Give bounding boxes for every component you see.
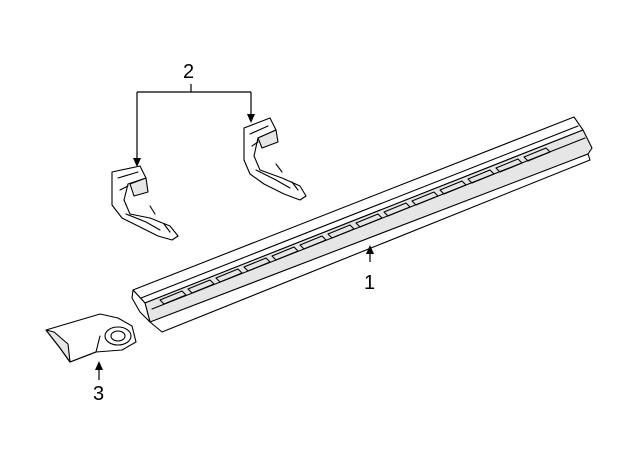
- callout-part-1: 1: [364, 272, 376, 294]
- rear-bracket: [243, 117, 307, 201]
- running-board: [131, 116, 593, 333]
- leader-lines: [95, 84, 374, 380]
- board-slots: [159, 147, 551, 305]
- end-cap: [45, 313, 137, 363]
- callout-part-2: 2: [183, 61, 195, 83]
- callout-part-3: 3: [93, 383, 105, 405]
- front-bracket: [111, 165, 179, 241]
